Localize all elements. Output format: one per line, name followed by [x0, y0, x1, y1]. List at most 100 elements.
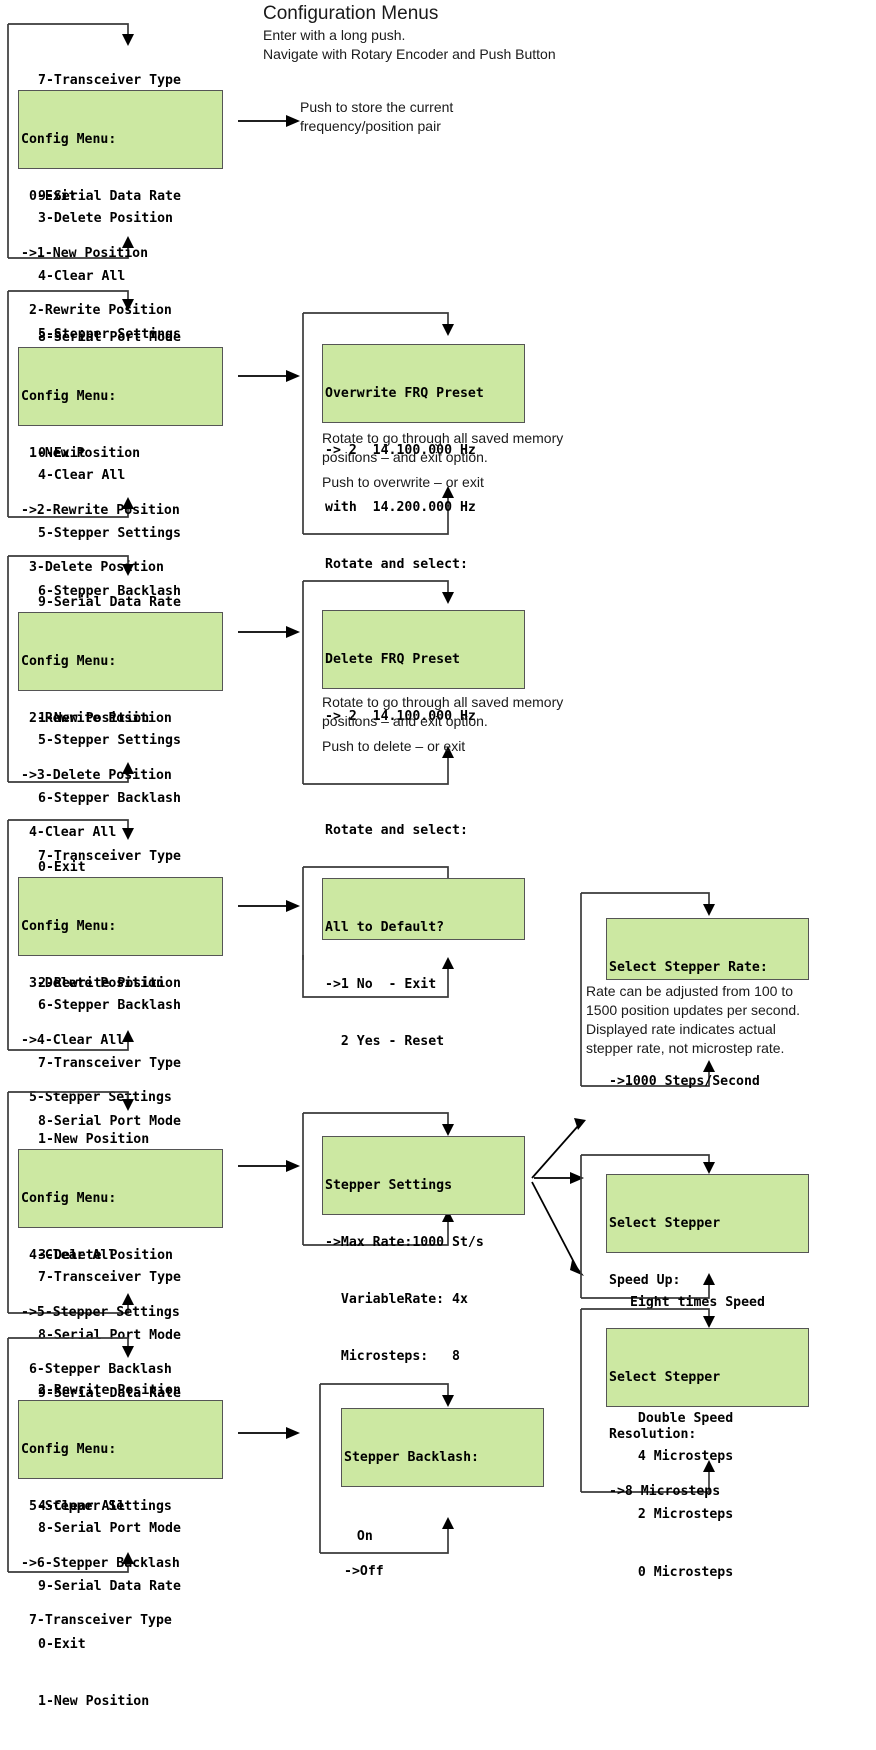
menu-item: 0-Exit [38, 1636, 86, 1652]
lcd-line: VariableRate: 4x [325, 1292, 468, 1307]
menu-item: 2-Rewrite Position [38, 975, 181, 991]
lcd-line: 2-Rewrite Position [21, 711, 172, 726]
loop-connector-1 [7, 23, 134, 259]
note-stepper-rate: Rate can be adjusted from 100 to 1500 po… [586, 982, 876, 1058]
lcd-line: 3-Delete Position [21, 976, 164, 991]
menu-item: 7-Transceiver Type [38, 73, 181, 89]
menu-item: 6-Stepper Backlash [38, 791, 181, 807]
lcd-screen-all-to-default[interactable]: All to Default? ->1 No - Exit 2 Yes - Re… [322, 878, 525, 1049]
menu-item: Double Speed [622, 1410, 734, 1426]
note-line: Push to overwrite – or exit [322, 474, 484, 490]
menu-item: 1-New Position [38, 1132, 150, 1148]
note-line: 1500 position updates per second. [586, 1002, 801, 1018]
panel-stepper-speed-up: Select Stepper Speed Up: ->Quadruple Spe… [578, 1152, 876, 1426]
lcd-screen-delete-position[interactable]: Config Menu: 2-Rewrite Position ->3-Dele… [18, 612, 223, 840]
lcd-line: Speed Up: [609, 1273, 681, 1288]
menu-block-stepper-settings: 1-New Position 2-Rewrite Position 3-Dele… [0, 1075, 240, 1458]
resolution-options: 4 Microsteps 2 Microsteps 0 Microsteps [622, 1409, 733, 1620]
lcd-line-selected: ->2-Rewrite Position [21, 503, 180, 518]
lcd-line: Rotate and select: [325, 557, 468, 572]
lcd-line: Config Menu: [21, 919, 117, 934]
arrow-to-note-1 [238, 115, 300, 127]
lcd-line [344, 1505, 541, 1524]
lcd-line: Select Stepper [609, 1216, 721, 1231]
lcd-line: Config Menu: [21, 654, 117, 669]
note-line: Push to store the current [300, 99, 454, 115]
menu-block-new-position: 7-Transceiver Type 8-Serial Port Mode 9-… [0, 16, 240, 399]
loop-connector-6 [7, 1337, 134, 1573]
page-title: Configuration Menus [263, 3, 439, 24]
lcd-screen-stepper-resolution[interactable]: Select Stepper Resolution: ->8 Microstep… [606, 1328, 809, 1499]
loop-connector-3 [7, 555, 134, 783]
panel-stepper-resolution: Select Stepper Resolution: ->8 Microstep… [578, 1306, 876, 1580]
menu-item: 2 Microsteps [622, 1507, 734, 1523]
lcd-screen-delete-preset[interactable]: Delete FRQ Preset -> 2 14.100.000 Hz Rot… [322, 610, 525, 838]
lcd-line: Select Stepper Rate: [609, 960, 768, 975]
lcd-line: 4-Clear All [21, 825, 117, 840]
backlash-detail-block: Stepper Backlash: ->Off On [317, 1381, 597, 1579]
menu-item: 9-Serial Data Rate [38, 1385, 181, 1401]
loop-connector-detail-3 [302, 580, 454, 785]
menu-item: 4-Clear All [38, 269, 126, 285]
lcd-screen-speed-up[interactable]: Select Stepper Speed Up: ->Quadruple Spe… [606, 1174, 809, 1345]
lcd-screen-new-position[interactable]: Config Menu: 0-Exit ->1-New Position 2-R… [18, 90, 223, 318]
lcd-line: Overwrite FRQ Preset [325, 386, 484, 401]
menu-item: 3-Delete Position [38, 211, 173, 227]
menu-item: 7-Transceiver Type [38, 1270, 181, 1286]
lcd-line: 2-Rewrite Position [21, 303, 172, 318]
loop-connector-resolution [580, 1308, 715, 1493]
menu-item: 6-Stepper Backlash [38, 998, 181, 1014]
note-new-position: Push to store the current frequency/posi… [300, 98, 560, 136]
lcd-line: 5-Stepper Settings [21, 1090, 172, 1105]
note-line: Rate can be adjusted from 100 to [586, 983, 794, 999]
menu-item: Eight times Speed [622, 1295, 765, 1311]
note-line: positions – and exit option. [322, 449, 488, 465]
backlash-options: On [341, 1489, 373, 1585]
lcd-line: 5-Stepper Settings [21, 1499, 172, 1514]
menu-item: On [341, 1529, 373, 1545]
fanout-connectors [531, 1118, 586, 1276]
lcd-line-selected: ->Off [344, 1564, 384, 1579]
lcd-screen-stepper-settings-menu[interactable]: Config Menu: 4-Clear All ->5-Stepper Set… [18, 1149, 223, 1377]
menu-items-below: 8-Serial Port Mode 9-Serial Data Rate 0-… [38, 1481, 181, 1750]
lcd-line: 4-Clear All [21, 1248, 117, 1263]
lcd-line: Config Menu: [21, 389, 117, 404]
lcd-line: Select Stepper [609, 1370, 721, 1385]
lcd-line: Resolution: [609, 1427, 697, 1442]
lcd-line-selected: ->4-Clear All [21, 1033, 125, 1048]
menu-item: 9-Serial Data Rate [38, 595, 181, 611]
lcd-screen-stepper-backlash-menu[interactable]: Config Menu: 5-Stepper Settings ->6-Step… [18, 1400, 223, 1628]
lcd-line: Stepper Settings [325, 1178, 453, 1193]
lcd-screen-stepper-settings[interactable]: Stepper Settings ->Max Rate:1000 St/s Va… [322, 1136, 525, 1364]
menu-item: 7-Transceiver Type [38, 848, 181, 864]
lcd-line: 0-Exit [21, 189, 77, 204]
panel-stepper-rate: Select Stepper Rate: ->1000 Steps/Second… [578, 890, 876, 1090]
arrow-to-detail-4 [238, 900, 300, 912]
menu-item: 8-Serial Port Mode [38, 330, 181, 346]
lcd-screen-overwrite-preset[interactable]: Overwrite FRQ Preset -> 2 14.100.000 Hz … [322, 344, 525, 572]
lcd-screen-clear-all[interactable]: Config Menu: 3-Delete Position ->4-Clear… [18, 877, 223, 1105]
menu-items-below: 7-Transceiver Type 8-Serial Port Mode 9-… [38, 1230, 181, 1499]
lcd-line-selected: ->6-Stepper Backlash [21, 1556, 180, 1571]
menu-block-rewrite-position: 8-Serial Port Mode 9-Serial Data Rate 0-… [0, 283, 240, 656]
arrow-to-detail-6 [238, 1427, 300, 1439]
arrow-to-detail-3 [238, 626, 300, 638]
lcd-line-selected: ->1000 Steps/Second [609, 1074, 760, 1089]
loop-connector-detail-5 [302, 1112, 454, 1246]
menu-block-clear-all: 0-Exit 1-New Position 2-Rewrite Position… [0, 812, 240, 1186]
menu-item: 3-Delete Position [38, 1247, 173, 1263]
lcd-screen-rewrite-position[interactable]: Config Menu: 1-New Position ->2-Rewrite … [18, 347, 223, 575]
menu-item: 8-Serial Port Mode [38, 1521, 181, 1537]
note-rewrite: Rotate to go through all saved memory po… [322, 429, 612, 492]
menu-item: 4-Clear All [38, 468, 126, 484]
loop-connector-backlash [319, 1383, 454, 1554]
lcd-screen-stepper-rate[interactable]: Select Stepper Rate: ->1000 Steps/Second [606, 918, 809, 1089]
return-connector-detail-4 [302, 955, 454, 998]
lcd-screen-stepper-backlash[interactable]: Stepper Backlash: ->Off [341, 1408, 544, 1579]
arrow-to-detail-5 [238, 1160, 300, 1172]
loop-connector-rate [580, 892, 715, 1087]
lcd-line: Config Menu: [21, 1442, 117, 1457]
lcd-line: Microsteps: 8 [325, 1349, 460, 1364]
loop-connector-4 [7, 819, 134, 1051]
lcd-line: Config Menu: [21, 132, 117, 147]
